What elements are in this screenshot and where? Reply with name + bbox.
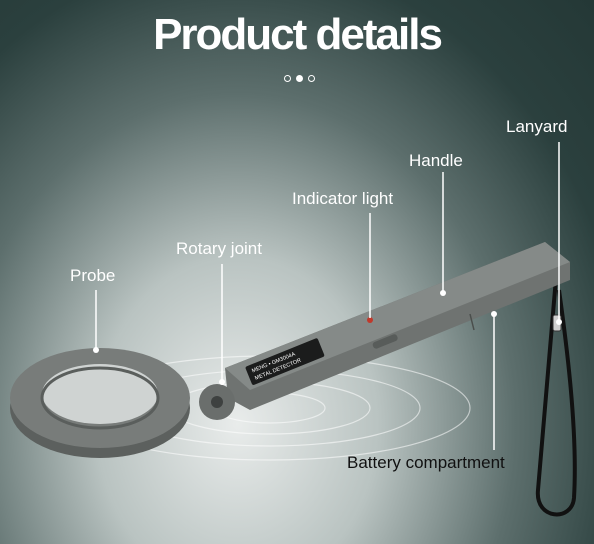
indicator-light-dot bbox=[367, 317, 373, 323]
carousel-dot-1[interactable] bbox=[284, 75, 291, 82]
lanyard-cord bbox=[535, 277, 577, 517]
carousel-dot-3[interactable] bbox=[308, 75, 315, 82]
page-title: Product details bbox=[153, 10, 443, 59]
probe-ring-hole bbox=[42, 364, 158, 424]
label-battery-compartment: Battery compartment bbox=[347, 453, 505, 472]
label-rotary-joint: Rotary joint bbox=[176, 239, 262, 258]
callout-lines bbox=[95, 142, 560, 450]
power-switch bbox=[372, 334, 398, 349]
label-lanyard: Lanyard bbox=[506, 117, 568, 136]
label-indicator-light: Indicator light bbox=[292, 189, 394, 208]
carousel-indicator bbox=[284, 75, 315, 82]
label-handle: Handle bbox=[409, 151, 463, 170]
rotary-joint-screw bbox=[211, 396, 223, 408]
callout-dots bbox=[93, 290, 562, 385]
label-probe: Probe bbox=[70, 266, 116, 285]
carousel-dot-2[interactable] bbox=[296, 75, 303, 82]
